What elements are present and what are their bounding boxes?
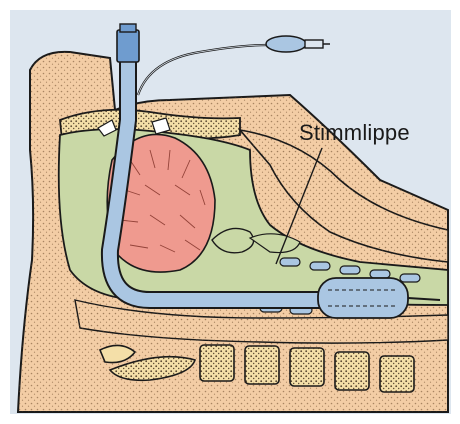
tube-connector [117,30,139,62]
pilot-line [138,45,268,95]
cuff [318,278,408,318]
pilot-balloon [266,36,330,52]
vocal-cord-label: Stimmlippe [299,120,410,146]
